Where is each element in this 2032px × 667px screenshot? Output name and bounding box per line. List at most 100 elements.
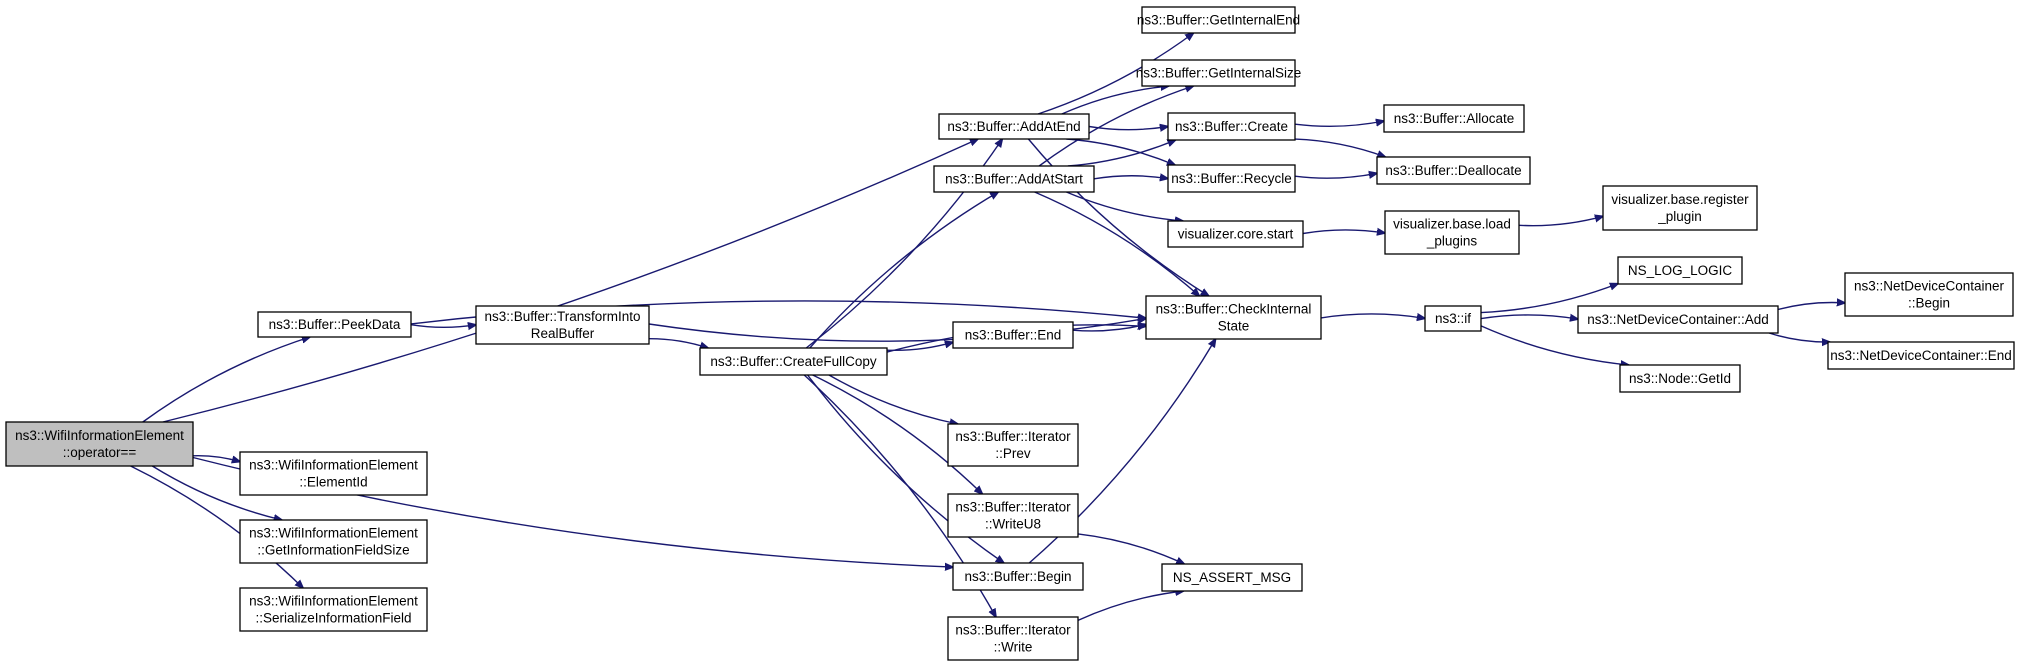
node-box-addatstart[interactable] <box>933 165 1095 193</box>
edge-addatstart-to-recycle <box>1093 176 1168 179</box>
node-label-begin-0: ns3::Buffer::Begin <box>964 569 1071 584</box>
node-box-deallocate[interactable] <box>1376 156 1531 185</box>
edge-iterwrite-to-assertmsg <box>1077 591 1184 622</box>
node-box-serialize[interactable] <box>239 587 428 632</box>
node-box-assertmsg[interactable] <box>1161 563 1303 592</box>
node-box-loadplugins[interactable] <box>1384 210 1520 255</box>
node-box-registerplugin[interactable] <box>1602 185 1758 231</box>
node-recycle[interactable]: ns3::Buffer::Recycle <box>1167 164 1296 193</box>
node-deallocate[interactable]: ns3::Buffer::Deallocate <box>1376 156 1531 185</box>
edge-addatend-to-recycle <box>1066 138 1175 165</box>
node-nodegetid[interactable]: ns3::Node::GetId <box>1619 364 1741 393</box>
node-box-checkinternal[interactable] <box>1145 295 1322 340</box>
node-label-recycle-0: ns3::Buffer::Recycle <box>1171 171 1292 186</box>
node-getinternalsize[interactable]: ns3::Buffer::GetInternalSize <box>1136 59 1302 87</box>
node-loglogic[interactable]: NS_LOG_LOGIC <box>1617 256 1743 285</box>
node-box-begin[interactable] <box>952 562 1084 591</box>
node-box-getinternalsize[interactable] <box>1141 59 1296 87</box>
node-box-nodegetid[interactable] <box>1619 364 1741 393</box>
edge-loadplugins-to-registerplugin <box>1518 216 1603 227</box>
node-vcorestart[interactable]: visualizer.core.start <box>1167 220 1304 248</box>
node-addatend[interactable]: ns3::Buffer::AddAtEnd <box>938 113 1090 140</box>
node-box-nsif[interactable] <box>1424 305 1482 332</box>
node-label-ndcend-0: ns3::NetDeviceContainer::End <box>1830 348 2012 363</box>
node-label-assertmsg-0: NS_ASSERT_MSG <box>1173 570 1291 585</box>
edge-addatstart-to-checkinternal <box>1034 191 1200 296</box>
node-label-checkinternal-0: ns3::Buffer::CheckInternal <box>1156 302 1312 317</box>
node-label-peekdata-0: ns3::Buffer::PeekData <box>269 317 401 332</box>
edge-createfull-to-iterwriteu8 <box>812 374 983 494</box>
node-label-iterwriteu8-1: ::WriteU8 <box>985 517 1041 532</box>
node-create[interactable]: ns3::Buffer::Create <box>1167 112 1296 141</box>
node-box-getinternalend[interactable] <box>1141 6 1296 34</box>
node-assertmsg[interactable]: NS_ASSERT_MSG <box>1161 563 1303 592</box>
node-box-iterwrite[interactable] <box>947 616 1079 661</box>
node-loadplugins[interactable]: visualizer.base.load_plugins <box>1384 210 1520 255</box>
node-box-createfull[interactable] <box>699 347 888 376</box>
edge-vcorestart-to-loadplugins <box>1302 230 1385 234</box>
node-serialize[interactable]: ns3::WifiInformationElement::SerializeIn… <box>239 587 428 632</box>
node-label-iterprev-0: ns3::Buffer::Iterator <box>955 429 1071 444</box>
node-op_eq[interactable]: ns3::WifiInformationElement::operator== <box>5 421 194 467</box>
node-box-vcorestart[interactable] <box>1167 220 1304 248</box>
node-box-recycle[interactable] <box>1167 164 1296 193</box>
node-box-create[interactable] <box>1167 112 1296 141</box>
node-iterprev[interactable]: ns3::Buffer::Iterator::Prev <box>947 423 1079 467</box>
node-box-op_eq[interactable] <box>5 421 194 467</box>
node-label-transform-0: ns3::Buffer::TransformInto <box>484 309 640 324</box>
edge-op_eq-to-serialize <box>130 465 304 588</box>
node-label-loglogic-0: NS_LOG_LOGIC <box>1628 263 1733 278</box>
node-label-iterwrite-1: ::Write <box>994 640 1033 655</box>
node-box-transform[interactable] <box>475 305 650 345</box>
node-iterwrite[interactable]: ns3::Buffer::Iterator::Write <box>947 616 1079 661</box>
node-peekdata[interactable]: ns3::Buffer::PeekData <box>257 311 412 338</box>
node-nsif[interactable]: ns3::if <box>1424 305 1482 332</box>
node-label-nsif-0: ns3::if <box>1435 311 1471 326</box>
node-box-addatend[interactable] <box>938 113 1090 140</box>
node-getinternalend[interactable]: ns3::Buffer::GetInternalEnd <box>1137 6 1300 34</box>
node-box-elementid[interactable] <box>239 451 428 496</box>
edge-addatstart-to-getinternalsize <box>1038 86 1193 167</box>
node-label-nodegetid-0: ns3::Node::GetId <box>1629 371 1731 386</box>
node-end[interactable]: ns3::Buffer::End <box>952 321 1074 349</box>
node-label-allocate-0: ns3::Buffer::Allocate <box>1394 111 1515 126</box>
node-getinfosize[interactable]: ns3::WifiInformationElement::GetInformat… <box>239 519 428 564</box>
node-box-iterwriteu8[interactable] <box>947 493 1079 538</box>
node-begin[interactable]: ns3::Buffer::Begin <box>952 562 1084 591</box>
node-createfull[interactable]: ns3::Buffer::CreateFullCopy <box>699 347 888 376</box>
edge-end-to-checkinternal <box>1072 324 1146 332</box>
node-label-serialize-1: ::SerializeInformationField <box>255 611 411 626</box>
node-label-getinternalsize-0: ns3::Buffer::GetInternalSize <box>1136 66 1302 81</box>
node-label-createfull-0: ns3::Buffer::CreateFullCopy <box>710 354 877 369</box>
node-box-ndcend[interactable] <box>1827 341 2015 370</box>
node-label-op_eq-1: ::operator== <box>63 445 137 460</box>
node-box-getinfosize[interactable] <box>239 519 428 564</box>
node-ndcend[interactable]: ns3::NetDeviceContainer::End <box>1827 341 2015 370</box>
node-box-allocate[interactable] <box>1383 104 1525 133</box>
node-allocate[interactable]: ns3::Buffer::Allocate <box>1383 104 1525 133</box>
node-registerplugin[interactable]: visualizer.base.register_plugin <box>1602 185 1758 231</box>
node-iterwriteu8[interactable]: ns3::Buffer::Iterator::WriteU8 <box>947 493 1079 538</box>
node-label-getinfosize-1: ::GetInformationFieldSize <box>257 543 409 558</box>
node-ndcbegin[interactable]: ns3::NetDeviceContainer::Begin <box>1844 272 2014 317</box>
node-box-end[interactable] <box>952 321 1074 349</box>
node-box-iterprev[interactable] <box>947 423 1079 467</box>
node-box-loglogic[interactable] <box>1617 256 1743 285</box>
edge-transform-to-checkinternal <box>648 319 1146 342</box>
node-elementid[interactable]: ns3::WifiInformationElement::ElementId <box>239 451 428 496</box>
node-box-ndcbegin[interactable] <box>1844 272 2014 317</box>
node-box-peekdata[interactable] <box>257 311 412 338</box>
node-label-end-0: ns3::Buffer::End <box>965 328 1062 343</box>
node-ndcadd[interactable]: ns3::NetDeviceContainer::Add <box>1577 305 1779 334</box>
node-addatstart[interactable]: ns3::Buffer::AddAtStart <box>933 165 1095 193</box>
edge-addatend-to-getinternalsize <box>1061 86 1169 115</box>
node-label-registerplugin-0: visualizer.base.register <box>1611 192 1749 207</box>
node-label-loadplugins-1: _plugins <box>1426 234 1478 249</box>
node-label-serialize-0: ns3::WifiInformationElement <box>249 594 418 609</box>
edge-peekdata-to-transform <box>410 325 476 328</box>
node-label-elementid-1: ::ElementId <box>299 475 367 490</box>
node-box-ndcadd[interactable] <box>1577 305 1779 334</box>
